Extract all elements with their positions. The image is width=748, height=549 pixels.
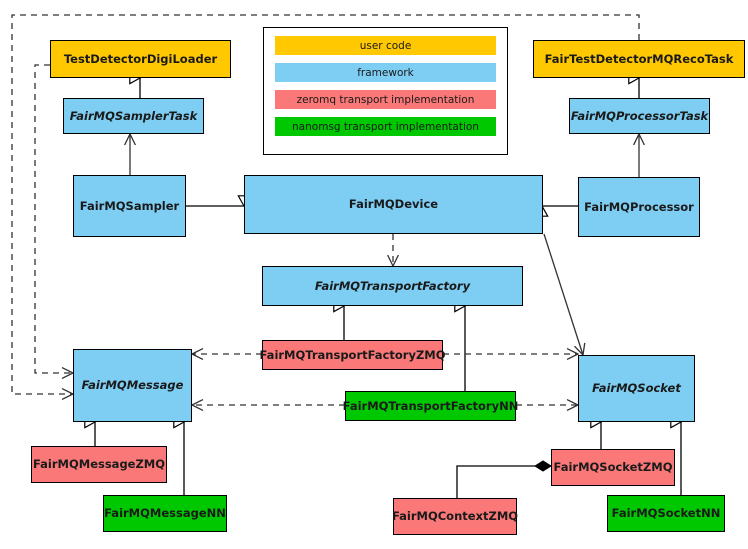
legend-item-zeromq: zeromq transport implementation xyxy=(275,90,496,109)
class-label: FairMQSocketZMQ xyxy=(553,460,673,475)
edge-digiloader-to-message xyxy=(34,64,73,373)
class-label: FairMQSocket xyxy=(592,381,681,396)
class-box-fair-mq-message-nn[interactable]: FairMQMessageNN xyxy=(103,495,227,532)
class-box-fair-mq-transport-factory-nn[interactable]: FairMQTransportFactoryNN xyxy=(342,391,519,421)
legend-label: zeromq transport implementation xyxy=(296,93,475,106)
legend-item-framework: framework xyxy=(275,63,496,82)
class-box-fair-mq-socket-zmq[interactable]: FairMQSocketZMQ xyxy=(551,449,675,486)
class-label: FairMQSocketNN xyxy=(611,506,721,521)
legend-label: nanomsg transport implementation xyxy=(292,120,479,133)
class-box-fair-mq-message[interactable]: FairMQMessage xyxy=(73,349,192,422)
class-box-fair-mq-socket[interactable]: FairMQSocket xyxy=(578,355,695,422)
class-box-fair-mq-transport-factory[interactable]: FairMQTransportFactory xyxy=(262,266,523,306)
class-box-fair-mq-socket-nn[interactable]: FairMQSocketNN xyxy=(607,495,725,532)
class-label: FairMQContextZMQ xyxy=(391,509,519,524)
class-label: FairMQTransportFactoryZMQ xyxy=(259,347,446,362)
class-label: TestDetectorDigiLoader xyxy=(63,51,218,66)
class-box-fair-mq-transport-factory-zmq[interactable]: FairMQTransportFactoryZMQ xyxy=(259,340,446,370)
class-box-fair-mq-sampler[interactable]: FairMQSampler xyxy=(73,175,186,237)
legend-item-user-code: user code xyxy=(275,36,496,55)
class-label: FairMQTransportFactoryNN xyxy=(342,398,519,413)
class-label: FairTestDetectorMQRecoTask xyxy=(544,51,734,66)
legend-panel: user code framework zeromq transport imp… xyxy=(263,27,508,155)
class-box-fair-mq-processor-task[interactable]: FairMQProcessorTask xyxy=(569,98,710,134)
class-box-test-detector-digi-loader[interactable]: TestDetectorDigiLoader xyxy=(50,40,231,78)
class-label: FairMQProcessor xyxy=(584,199,694,214)
class-label: FairMQMessage xyxy=(81,378,184,393)
legend-item-nanomsg: nanomsg transport implementation xyxy=(275,117,496,136)
edge-device-to-socket xyxy=(543,233,583,355)
legend-label: framework xyxy=(357,66,414,79)
class-label: FairMQProcessorTask xyxy=(570,108,709,123)
class-label: FairMQTransportFactory xyxy=(314,278,471,293)
class-box-fair-mq-message-zmq[interactable]: FairMQMessageZMQ xyxy=(31,446,167,483)
class-label: FairMQMessageNN xyxy=(104,506,226,521)
class-box-fair-mq-sampler-task[interactable]: FairMQSamplerTask xyxy=(63,98,204,134)
class-box-fair-mq-device[interactable]: FairMQDevice xyxy=(244,175,543,234)
legend-label: user code xyxy=(359,39,412,52)
edge-contextzmq-to-socketzmq xyxy=(456,460,552,498)
class-label: FairMQDevice xyxy=(348,197,439,212)
class-box-fair-test-detector-mq-reco-task[interactable]: FairTestDetectorMQRecoTask xyxy=(533,40,745,78)
class-label: FairMQSampler xyxy=(79,198,180,213)
edge-recotask-to-message xyxy=(11,14,640,394)
class-box-fair-mq-processor[interactable]: FairMQProcessor xyxy=(578,177,700,237)
class-label: FairMQMessageZMQ xyxy=(32,457,166,472)
class-label: FairMQSamplerTask xyxy=(69,108,198,123)
class-box-fair-mq-context-zmq[interactable]: FairMQContextZMQ xyxy=(391,498,519,535)
